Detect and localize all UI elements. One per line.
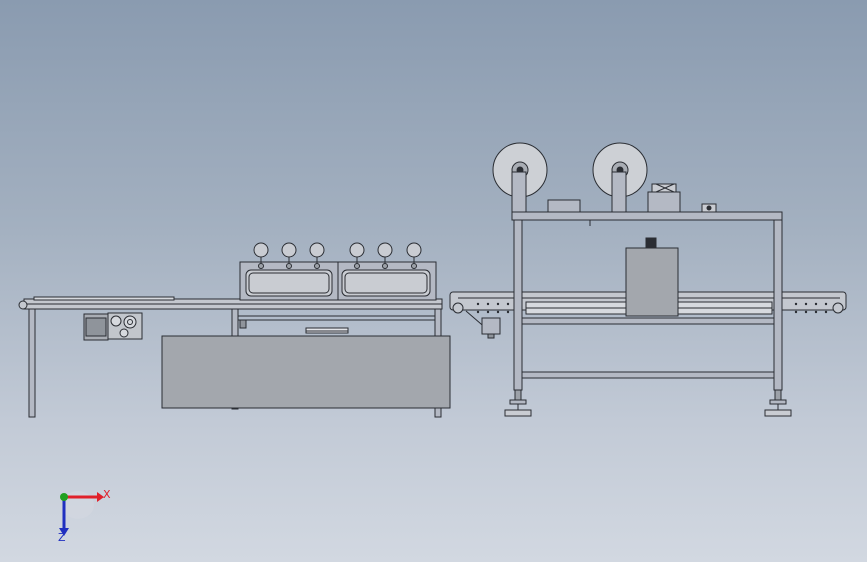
label-reel-right xyxy=(592,142,648,213)
x-axis-label: X xyxy=(103,488,111,501)
x-axis-arrowhead-icon xyxy=(97,492,104,502)
tension-bracket xyxy=(481,317,501,339)
lower-cabinet xyxy=(161,335,451,409)
upper-housing xyxy=(239,261,437,301)
control-box xyxy=(547,199,581,213)
small-fitting xyxy=(239,319,247,329)
labelling-frame xyxy=(511,211,783,391)
leveling-feet xyxy=(504,389,792,417)
coordinate-triad: X Z xyxy=(58,488,111,544)
label-applicator xyxy=(647,183,681,213)
small-tray xyxy=(305,327,349,334)
label-reel-left xyxy=(492,142,548,213)
pressure-gauges xyxy=(253,242,422,258)
print-head xyxy=(625,237,679,317)
conveyor-bolts xyxy=(476,302,828,314)
gauge-stems xyxy=(260,257,415,263)
sensor-unit xyxy=(701,203,717,213)
z-axis-arrowhead-icon xyxy=(59,528,69,536)
gauge-ports xyxy=(258,263,417,269)
z-axis-label: Z xyxy=(58,531,66,544)
y-axis-dot-icon xyxy=(60,493,68,501)
drive-motor xyxy=(83,312,143,341)
